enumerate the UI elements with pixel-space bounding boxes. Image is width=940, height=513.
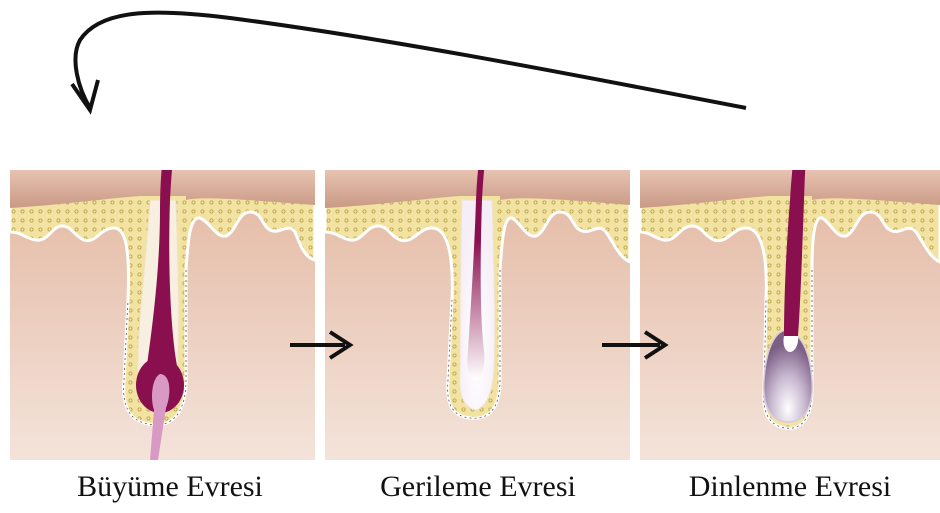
stage-1-anagen-illustration: [10, 62, 315, 460]
stage-3-telogen-illustration: [640, 4, 940, 460]
cycle-return-arrow: [72, 13, 746, 110]
stage-label-telogen: Dinlenme Evresi: [640, 470, 940, 504]
stage-2-catagen-illustration: [325, 68, 630, 460]
stage-label-catagen: Gerileme Evresi: [328, 470, 628, 504]
stage-label-anagen: Büyüme Evresi: [20, 470, 320, 504]
